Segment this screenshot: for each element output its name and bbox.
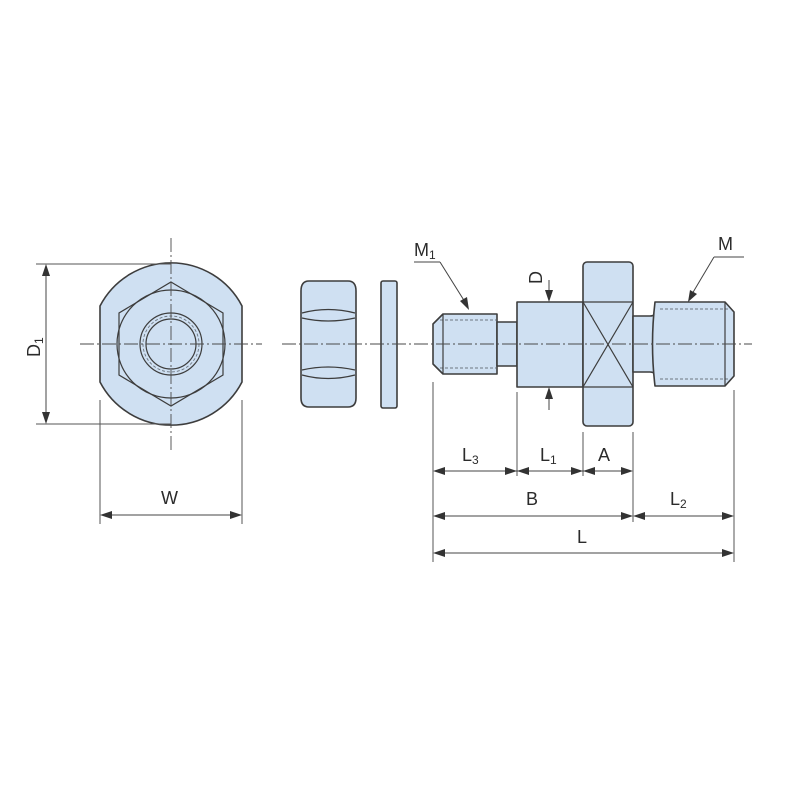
dimension-row-2: B L2 (433, 489, 734, 520)
d1-arrow-bottom (42, 412, 50, 424)
m-label: M (718, 234, 733, 254)
flange-flat-cross-b (582, 301, 634, 388)
l2-arrow-right (722, 512, 734, 520)
w-arrow-left (100, 511, 112, 519)
l-arrow-right (722, 549, 734, 557)
stud-collar (516, 301, 584, 388)
d-arrow-top (545, 290, 553, 302)
stud-right-thread (651, 301, 735, 387)
w-label: W (161, 488, 178, 508)
hex-nut-face-upper (301, 308, 356, 314)
hex-nut-face-lower-b (301, 366, 356, 371)
a-label: A (598, 445, 610, 465)
stud-extension-lines (432, 382, 735, 562)
b-arrow-right (621, 512, 633, 520)
l-arrow-left (433, 549, 445, 557)
dimension-d: D (526, 271, 553, 410)
l2-label: L2 (670, 489, 687, 511)
a-arrow-left (583, 467, 595, 475)
m-leader-arrow (688, 290, 697, 302)
dimension-row-3: L (433, 527, 734, 557)
m1-leader-diagonal (439, 261, 466, 303)
l-label: L (577, 527, 587, 547)
m1-label: M1 (414, 240, 436, 262)
d-label: D (526, 271, 546, 284)
l3-arrow-left (433, 467, 445, 475)
dimension-w: W (99, 400, 243, 524)
hex-nut-face-lower (301, 374, 356, 380)
d1-arrow-top (42, 264, 50, 276)
l2-arrow-left (633, 512, 645, 520)
callout-m1: M1 (414, 240, 469, 310)
b-arrow-left (433, 512, 445, 520)
l3-arrow-right (505, 467, 517, 475)
a-arrow-right (621, 467, 633, 475)
d1-label: D1 (24, 337, 46, 357)
l3-label: L3 (462, 445, 479, 467)
washer-body (380, 280, 398, 409)
dimension-d1: D1 (24, 263, 171, 425)
washer (380, 280, 398, 409)
l1-arrow-left (517, 467, 529, 475)
b-label: B (526, 489, 538, 509)
hex-nut-face-upper-b (301, 317, 356, 322)
dimension-row-1: L3 L1 A (433, 445, 633, 475)
m1-leader-arrow (460, 297, 469, 310)
l1-label: L1 (540, 445, 557, 467)
w-arrow-right (230, 511, 242, 519)
callout-m: M (688, 234, 744, 302)
end-view (80, 238, 262, 452)
l1-arrow-right (571, 467, 583, 475)
m-leader-diagonal (691, 256, 715, 295)
d-arrow-bottom (545, 387, 553, 399)
